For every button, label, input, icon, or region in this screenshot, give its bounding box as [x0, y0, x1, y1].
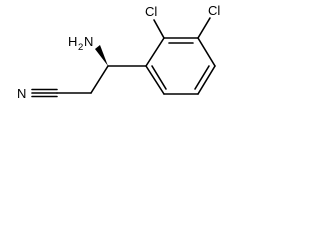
nitrile-triple-bond [31, 88, 58, 98]
chloro-label-2: Cl [208, 3, 220, 18]
chloro-label-1: Cl [145, 4, 157, 19]
ring-bond-6 [145, 65, 165, 95]
ring-bond-1 [145, 37, 165, 67]
ring-bond-4 [197, 65, 216, 95]
structure-diagram: H 2 N Cl Cl N [17, 3, 227, 101]
amine-n: N [84, 34, 93, 49]
amine-h: H [68, 34, 77, 49]
nitrile-n-label: N [17, 86, 26, 101]
ring-bond-3 [197, 37, 216, 67]
chloro-bond-1 [153, 19, 165, 39]
amine-subscript: 2 [78, 42, 83, 53]
amine-label: H 2 N [68, 34, 93, 53]
ring-double-bond-2 [194, 65, 210, 90]
ring-double-bond-3 [151, 65, 167, 90]
benzene-ring [145, 37, 216, 95]
stereo-wedge-bond [95, 45, 108, 66]
stereocenter-to-ch2-bond [90, 65, 109, 94]
chloro-bond-2 [197, 17, 211, 39]
